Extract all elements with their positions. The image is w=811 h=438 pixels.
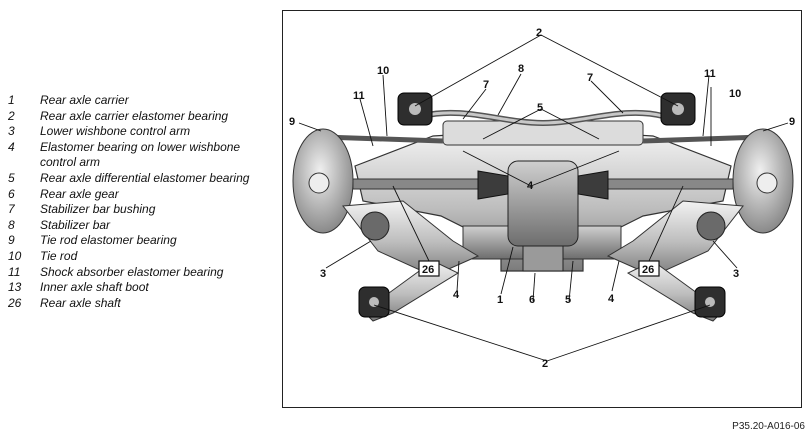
- callout-4-right: 4: [608, 293, 615, 305]
- left-wheel-hub: [292, 128, 354, 234]
- right-wheel-hub: [732, 128, 794, 234]
- legend-number: 13: [8, 280, 22, 295]
- callout-3-left: 3: [320, 268, 326, 280]
- legend-label: Elastomer bearing on lower wishbone cont…: [40, 139, 241, 170]
- callout-26-right-box: [638, 260, 660, 277]
- callout-11-right: 11: [704, 68, 716, 80]
- tie-rod-right: [642, 134, 764, 144]
- rear-axle-shaft-right: [577, 170, 734, 200]
- legend-item: 3 Lower wishbone control arm: [8, 124, 273, 140]
- carrier-bearing-top-right: [660, 92, 696, 126]
- legend-label: Rear axle gear: [40, 186, 119, 201]
- legend-label: Rear axle shaft: [40, 295, 121, 310]
- callout-6: 6: [529, 294, 535, 306]
- legend-number: 3: [8, 124, 15, 139]
- legend-item: 13 Inner axle shaft boot: [8, 280, 273, 296]
- legend-label: Stabilizer bar bushing: [40, 202, 156, 217]
- axle-diagram-frame: 2 2 7 7 8 10 10 11 11 9 9 5 5 4 4 4 3 3 …: [282, 10, 802, 408]
- legend-label: Rear axle carrier: [40, 93, 129, 107]
- legend-label: Rear axle carrier elastomer bearing: [40, 108, 229, 123]
- carrier-bearing-bottom-right: [694, 286, 726, 318]
- callout-26-left: 26: [422, 264, 434, 276]
- legend-list: 1 Rear axle carrier 2 Rear axle carrier el…: [8, 93, 273, 311]
- callout-2-top: 2: [536, 27, 542, 39]
- legend-item: 26 Rear axle shaft: [8, 296, 273, 312]
- carrier-bearing-bottom-left: [358, 286, 390, 318]
- legend-item: 1 Rear axle carrier: [8, 93, 273, 109]
- callout-7-right: 7: [587, 72, 593, 84]
- legend-label: Tie rod elastomer bearing: [40, 233, 177, 248]
- reference-code: P35.20-A016-06: [732, 421, 805, 432]
- legend-item: 5 Rear axle differential elastomer bearin…: [8, 171, 273, 187]
- legend-item: 11 Shock absorber elastomer bearing: [8, 265, 273, 281]
- legend-item: 7 Stabilizer bar bushing: [8, 202, 273, 218]
- legend-number: 6: [8, 186, 15, 201]
- callout-4-center: 4: [527, 180, 534, 192]
- legend-number: 26: [8, 295, 22, 310]
- callout-11-left: 11: [353, 90, 365, 102]
- callout-2-bottom: 2: [542, 358, 548, 370]
- legend-number: 7: [8, 202, 15, 217]
- callout-1: 1: [497, 294, 503, 306]
- legend-item: 6 Rear axle gear: [8, 187, 273, 203]
- legend-item: 9 Tie rod elastomer bearing: [8, 233, 273, 249]
- leader-lines: [298, 34, 789, 362]
- rear-axle-shaft-left: [352, 170, 509, 200]
- legend-number: 4: [8, 139, 15, 154]
- legend-label: Shock absorber elastomer bearing: [40, 264, 224, 279]
- legend-number: 10: [8, 248, 22, 263]
- rear-axle-gear: [507, 160, 579, 272]
- legend-item: 10 Tie rod: [8, 249, 273, 265]
- callout-5-top: 5: [537, 102, 543, 114]
- legend-number: 9: [8, 233, 15, 248]
- legend-number: 5: [8, 170, 15, 185]
- legend-label: Lower wishbone control arm: [40, 124, 191, 139]
- legend-number: 2: [8, 108, 15, 123]
- legend-label: Stabilizer bar: [40, 217, 111, 232]
- callout-5-bottom: 5: [565, 294, 571, 306]
- callout-10-right: 10: [729, 88, 741, 100]
- callout-26-right: 26: [642, 264, 654, 276]
- legend-number: 8: [8, 217, 15, 232]
- callout-8: 8: [518, 63, 524, 75]
- callout-9-right: 9: [789, 116, 795, 128]
- callout-3-right: 3: [733, 268, 739, 280]
- legend-label: Tie rod: [40, 248, 78, 263]
- legend-item: 2 Rear axle carrier elastomer bearing: [8, 109, 273, 125]
- callout-7-left: 7: [483, 79, 489, 91]
- legend-label: Inner axle shaft boot: [40, 280, 149, 295]
- tie-rod-left: [322, 134, 444, 144]
- carrier-bearing-top-left: [397, 92, 433, 126]
- callout-10-left: 10: [377, 65, 389, 77]
- legend-item: 8 Stabilizer bar: [8, 218, 273, 234]
- legend-item: 4 Elastomer bearing on lower wishbone con…: [8, 140, 273, 171]
- callout-26-left-box: [418, 260, 440, 277]
- legend-label: Rear axle differential elastomer bearing: [40, 170, 250, 185]
- legend-number: 11: [8, 264, 21, 279]
- callout-9-left: 9: [289, 116, 295, 128]
- legend-number: 1: [8, 93, 15, 107]
- callout-4-left: 4: [453, 289, 460, 301]
- rear-axle-illustration: 2 2 7 7 8 10 10 11 11 9 9 5 5 4 4 4 3 3 …: [289, 27, 795, 370]
